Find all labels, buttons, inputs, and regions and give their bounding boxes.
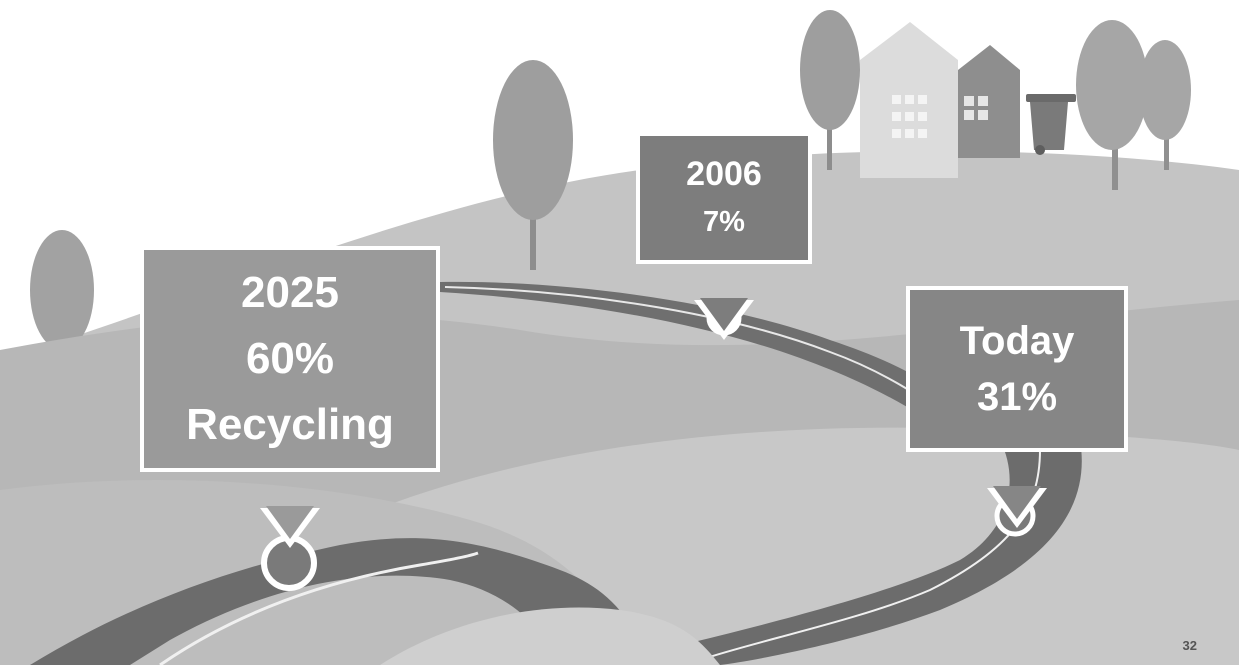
house-icon xyxy=(860,22,958,178)
goal-callout: 2025 60% Recycling xyxy=(140,246,440,548)
goal-year: 2025 xyxy=(241,268,339,317)
tree-icon xyxy=(1076,20,1148,190)
current-year: Today xyxy=(959,319,1075,363)
house-icon xyxy=(958,45,1020,158)
tree-icon xyxy=(800,10,860,170)
start-year: 2006 xyxy=(686,155,762,193)
road-left xyxy=(30,538,650,665)
goal-label: Recycling xyxy=(186,400,394,449)
goal-percent: 60% xyxy=(245,334,335,383)
start-percent: 7% xyxy=(703,206,745,238)
current-percent: 31% xyxy=(976,375,1058,419)
trash-bin-icon xyxy=(1026,94,1076,155)
start-callout: 2006 7% xyxy=(636,132,812,340)
front-hill xyxy=(380,607,720,665)
page-number: 32 xyxy=(1182,638,1197,653)
tree-icon xyxy=(1139,40,1191,170)
current-callout: Today 31% xyxy=(906,286,1128,528)
tree-icon xyxy=(493,60,573,270)
